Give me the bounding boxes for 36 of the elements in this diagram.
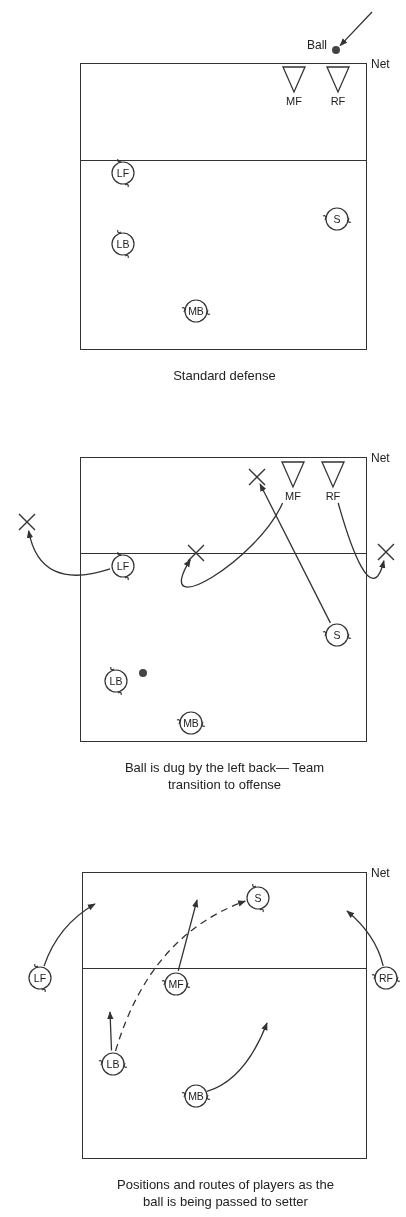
player-label: S <box>253 891 263 905</box>
player-label: LB <box>108 674 124 688</box>
ball-label: Ball <box>307 38 327 52</box>
player-label: S <box>332 628 342 642</box>
player-label: S <box>332 212 342 226</box>
dashed-route-arrow <box>114 900 246 1052</box>
diagram-caption: Positions and routes of players as the ball is being passed to setter <box>116 1176 335 1210</box>
route-arrow <box>43 903 96 967</box>
route-arrow <box>346 910 384 967</box>
player-label: RF <box>324 490 342 503</box>
route-arrow <box>206 1022 268 1093</box>
diagram-caption: Standard defense <box>172 367 277 384</box>
player-label: LF <box>115 559 131 573</box>
player-label: LB <box>115 237 131 251</box>
net-label: Net <box>371 57 390 71</box>
net-label: Net <box>371 451 390 465</box>
player-label: RF <box>329 95 347 108</box>
player-label: LB <box>105 1057 121 1071</box>
player-label: LF <box>115 166 131 180</box>
route-arrow <box>27 530 111 576</box>
route-arrow <box>337 502 385 580</box>
route-arrow <box>177 899 199 972</box>
route-arrow <box>339 11 373 47</box>
player-label: MB <box>187 304 205 318</box>
player-label: MF <box>285 95 303 108</box>
player-label: MF <box>167 977 185 991</box>
route-arrow <box>259 483 331 624</box>
player-label: LF <box>32 971 48 985</box>
route-arrow <box>180 502 284 588</box>
player-label: MB <box>187 1089 205 1103</box>
diagram-caption: Ball is dug by the left back— Team transition to offense <box>124 759 325 793</box>
player-label: MF <box>284 490 302 503</box>
player-label: MB <box>182 716 200 730</box>
player-label: RF <box>378 971 394 985</box>
net-label: Net <box>371 866 390 880</box>
route-arrow <box>107 1011 114 1052</box>
